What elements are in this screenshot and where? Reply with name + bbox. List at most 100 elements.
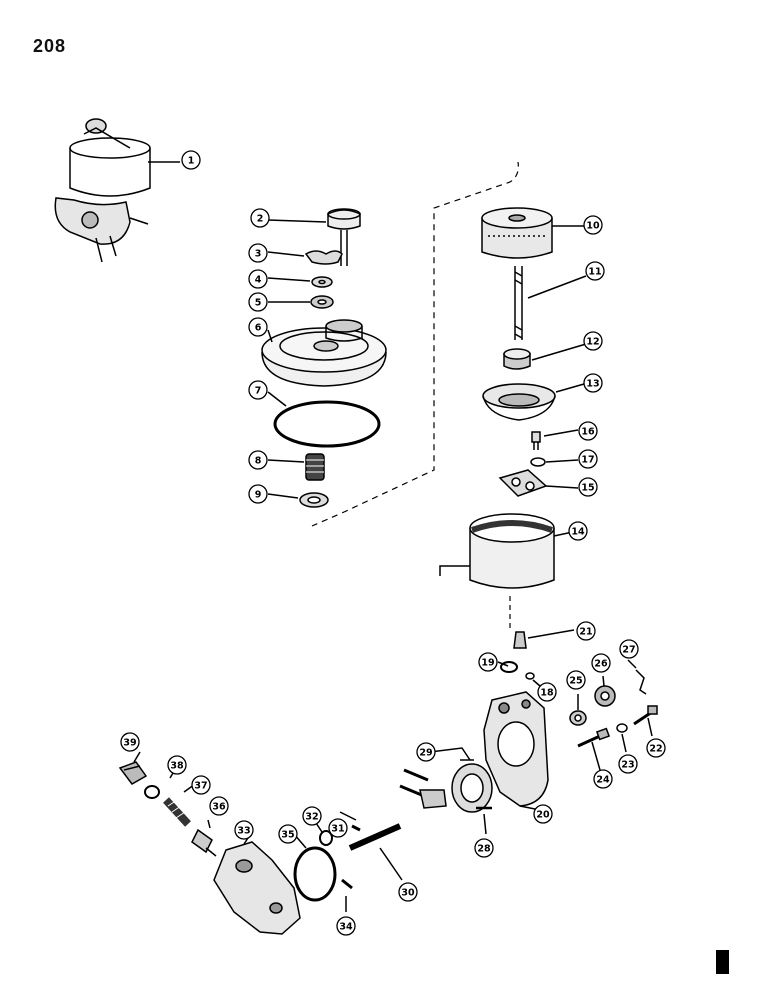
callout-circle	[278, 824, 298, 844]
pump-ring-part	[451, 763, 493, 813]
callout-circle	[167, 755, 187, 775]
tiny-seal-part	[525, 672, 541, 687]
callout-circle	[248, 450, 268, 470]
callout-number: 3	[255, 249, 262, 260]
bolt-part	[633, 705, 658, 737]
callout-2: 2	[250, 208, 270, 228]
callout-circle	[576, 621, 596, 641]
callout-number: 8	[255, 456, 262, 467]
callout-number: 28	[477, 844, 491, 855]
lock-washer-part	[530, 457, 579, 467]
callout-circle	[120, 732, 140, 752]
callout-circle	[578, 477, 598, 497]
callout-circle	[618, 754, 638, 774]
callout-number: 20	[536, 810, 550, 821]
callout-circle	[248, 243, 268, 263]
callout-16: 16	[578, 421, 598, 441]
callout-number: 9	[255, 490, 262, 501]
callout-number: 16	[581, 427, 595, 438]
callout-11: 11	[585, 261, 605, 281]
callout-29: 29	[416, 742, 436, 762]
callout-5: 5	[248, 292, 268, 312]
callout-39: 39	[120, 732, 140, 752]
callout-circle	[302, 806, 322, 826]
callout-circle	[537, 682, 557, 702]
pump-assembly-illustration	[54, 118, 180, 263]
callout-33: 33	[234, 820, 254, 840]
callout-28: 28	[474, 838, 494, 858]
small-o-ring-part	[497, 661, 518, 673]
fitting-part	[191, 819, 217, 857]
callout-number: 36	[212, 802, 226, 813]
bearing-part	[569, 694, 587, 726]
callout-12: 12	[583, 331, 603, 351]
callout-circle	[328, 818, 348, 838]
callout-number: 24	[596, 775, 610, 786]
callout-number: 4	[255, 275, 262, 286]
callout-number: 32	[305, 812, 318, 823]
callout-circle	[593, 769, 613, 789]
callout-7: 7	[248, 380, 268, 400]
adjusting-screw-part	[577, 727, 611, 771]
callout-number: 11	[588, 267, 601, 278]
screw-part	[531, 429, 579, 450]
page-number: 208	[33, 36, 67, 56]
callout-markers: 1234567891011121314151617181920212223242…	[120, 150, 666, 936]
callout-number: 10	[586, 221, 600, 232]
callout-number: 17	[581, 455, 594, 466]
callout-27: 27	[619, 639, 639, 659]
callout-circle	[585, 261, 605, 281]
callout-circle	[336, 916, 356, 936]
callout-number: 18	[540, 688, 554, 699]
cover-knob-part	[267, 208, 361, 266]
callout-19: 19	[478, 652, 498, 672]
shaft-seal-part	[319, 830, 333, 846]
washer-part	[267, 276, 333, 288]
callout-number: 23	[621, 760, 634, 771]
callout-number: 13	[586, 379, 599, 390]
callout-circle	[416, 742, 436, 762]
key-part	[351, 824, 361, 832]
callout-circle	[533, 804, 553, 824]
callout-8: 8	[248, 450, 268, 470]
callout-circle	[248, 484, 268, 504]
callout-22: 22	[646, 738, 666, 758]
callout-number: 33	[237, 826, 250, 837]
o-ring-part	[267, 391, 381, 448]
callout-9: 9	[248, 484, 268, 504]
callout-37: 37	[191, 775, 211, 795]
callout-24: 24	[593, 769, 613, 789]
callout-number: 2	[257, 214, 264, 225]
callout-17: 17	[578, 449, 598, 469]
large-bearing-part	[594, 675, 616, 707]
callout-circle	[583, 215, 603, 235]
callout-circle	[474, 838, 494, 858]
callout-15: 15	[578, 477, 598, 497]
callout-circle	[250, 208, 270, 228]
callout-4: 4	[248, 269, 268, 289]
relief-spring-part	[163, 797, 191, 827]
callout-3: 3	[248, 243, 268, 263]
callout-circle	[619, 639, 639, 659]
roll-pin-part	[341, 878, 353, 912]
callout-number: 31	[331, 824, 344, 835]
spring-retainer-part	[267, 492, 329, 508]
callout-circle	[248, 380, 268, 400]
end-cover-part	[213, 841, 301, 935]
callout-circle	[583, 331, 603, 351]
callout-circle	[578, 449, 598, 469]
mounting-plate-part	[498, 469, 579, 497]
callout-21: 21	[576, 621, 596, 641]
callout-31: 31	[328, 818, 348, 838]
callout-circle	[566, 670, 586, 690]
callout-number: 26	[594, 659, 608, 670]
callout-13: 13	[583, 373, 603, 393]
large-o-ring-part	[293, 846, 337, 902]
callout-number: 39	[123, 738, 136, 749]
callout-number: 14	[571, 527, 585, 538]
drive-shaft-part	[348, 823, 403, 881]
rotor-group-bracket	[429, 747, 471, 761]
callout-number: 25	[569, 676, 582, 687]
vanes-part	[399, 768, 447, 809]
callout-circle	[248, 292, 268, 312]
